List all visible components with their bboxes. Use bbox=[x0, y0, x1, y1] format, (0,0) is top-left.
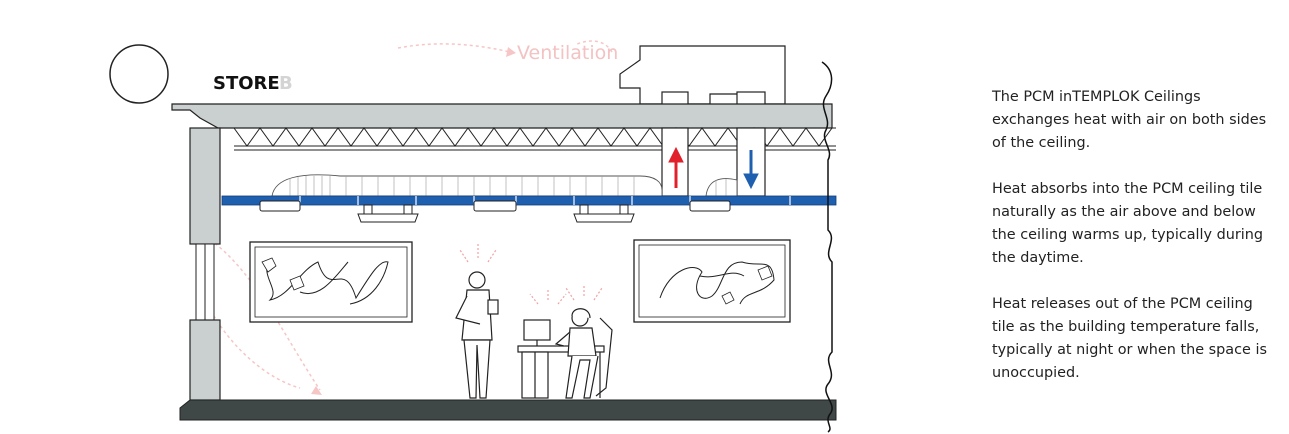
ceiling-diffusers bbox=[259, 200, 731, 212]
desk bbox=[517, 345, 605, 399]
roof-slab bbox=[171, 103, 833, 129]
flexible-duct bbox=[271, 174, 738, 197]
description-paragraph-2: Heat absorbs into the PCM ceiling tile n… bbox=[992, 181, 1264, 266]
body-heat-arrows bbox=[459, 244, 603, 305]
ceiling-lights bbox=[357, 204, 635, 223]
left-column bbox=[189, 127, 221, 401]
description-paragraph-3: Heat releases out of the PCM ceiling til… bbox=[992, 296, 1267, 381]
description-panel: The PCM inTEMPLOK Ceilings exchanges hea… bbox=[992, 86, 1277, 408]
section-break-line bbox=[821, 61, 833, 433]
logo-text-faded: B bbox=[279, 73, 293, 94]
floor-slab bbox=[179, 399, 837, 421]
person-seated-icon bbox=[554, 308, 613, 399]
description-paragraph-1: The PCM inTEMPLOK Ceilings exchanges hea… bbox=[992, 89, 1267, 151]
roof-truss bbox=[228, 127, 836, 151]
person-standing-icon bbox=[455, 271, 499, 399]
ceiling-diagram: STORE B Ventilation bbox=[109, 40, 837, 433]
sun-circle-icon bbox=[109, 44, 169, 104]
down-arrow-blue-icon bbox=[743, 150, 759, 190]
pcm-ceiling-tiles bbox=[221, 195, 837, 206]
painting-right bbox=[633, 239, 791, 323]
logo-text: STORE bbox=[213, 73, 280, 94]
duct-ribs bbox=[289, 176, 727, 196]
monitor-icon bbox=[523, 319, 551, 346]
ventilation-label: Ventilation bbox=[517, 42, 618, 64]
painting-left bbox=[249, 241, 413, 323]
up-arrow-red-icon bbox=[668, 146, 684, 188]
heat-arrowheads bbox=[311, 47, 516, 395]
